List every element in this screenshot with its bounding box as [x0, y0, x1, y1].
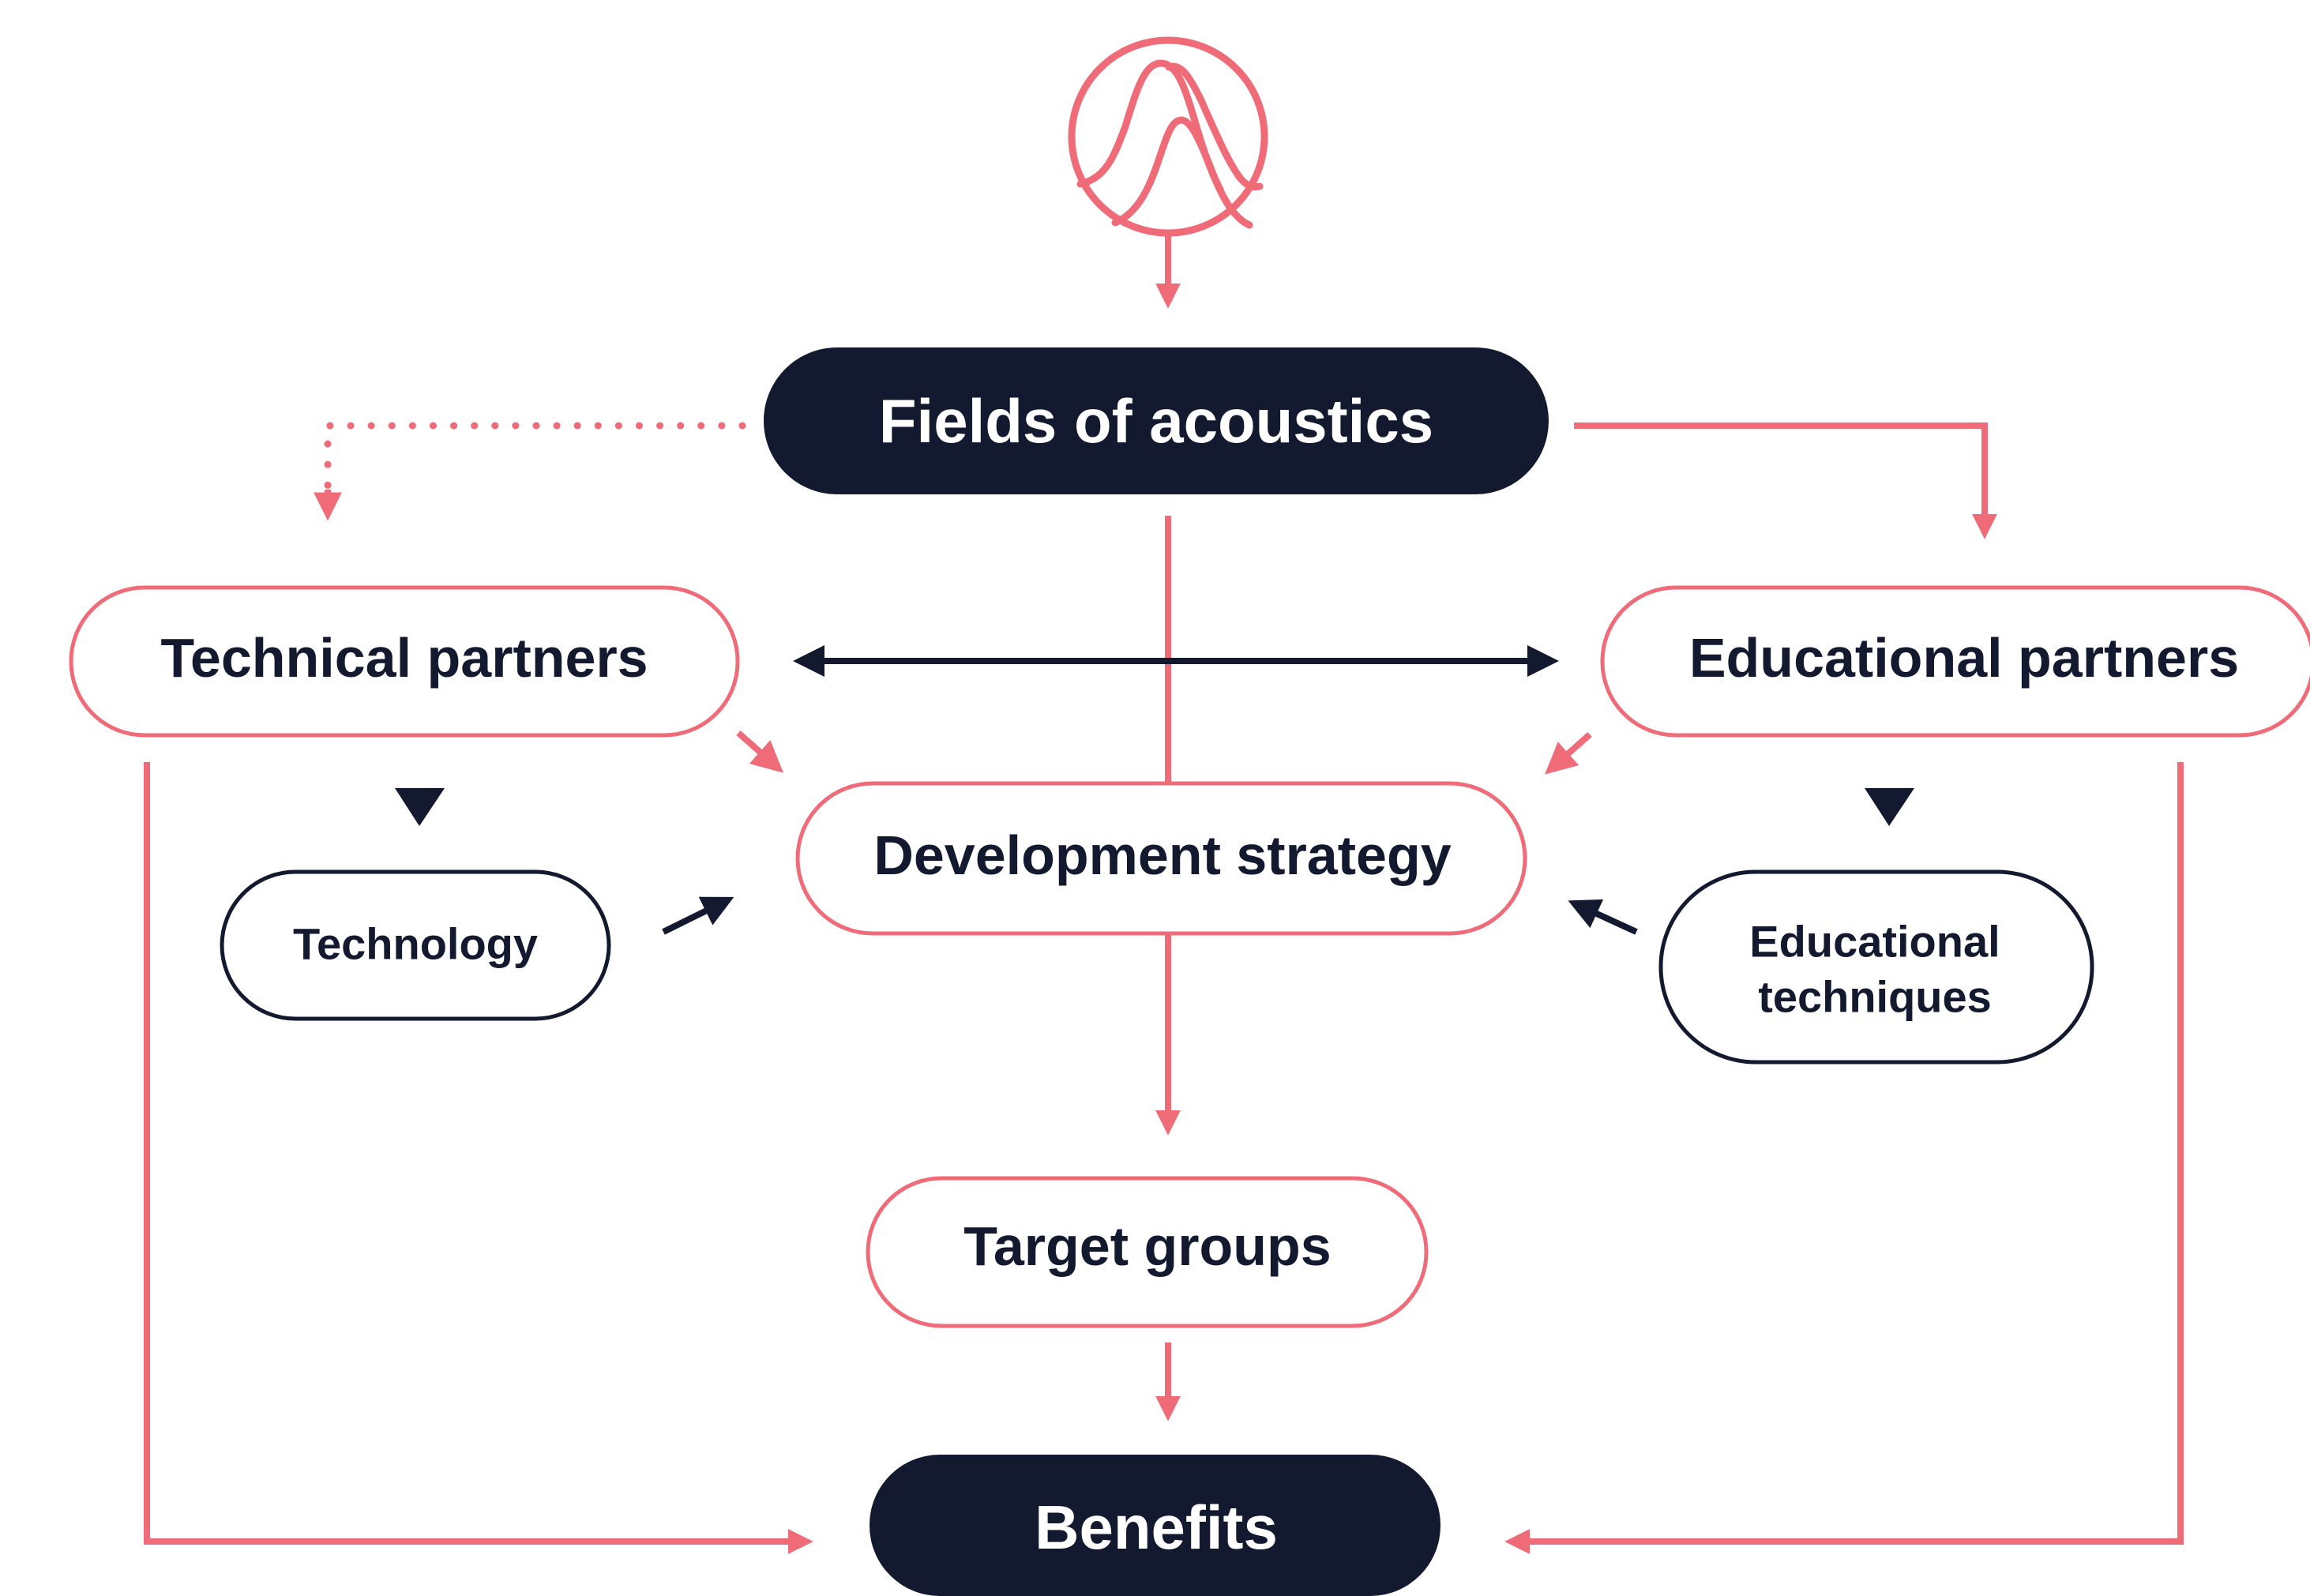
node-techniques-label-line1: Educational: [1749, 917, 2000, 967]
node-fields-label: Fields of acoustics: [879, 386, 1433, 456]
node-technology-label: Technology: [293, 919, 538, 969]
node-educational-label: Educational partners: [1689, 627, 2239, 689]
node-target-groups: Target groups: [866, 1176, 1429, 1328]
node-techniques-label-line2: techniques: [1758, 972, 1992, 1022]
node-educational-partners: Educational partners: [1600, 585, 2310, 738]
node-development-strategy: Development strategy: [795, 781, 1527, 936]
arrow-fields-to-technical-dotted: [314, 422, 746, 521]
triangle-educational-to-techniques: [1865, 788, 1914, 826]
node-educational-techniques: Educational techniques: [1658, 869, 2094, 1065]
node-benefits: Benefits: [870, 1455, 1440, 1596]
arrow-educational-to-benefits: [1504, 762, 2184, 1554]
arrow-techniques-to-strategy: [1568, 899, 1638, 935]
node-benefits-label: Benefits: [1035, 1493, 1278, 1562]
arrow-technology-to-strategy: [662, 896, 734, 935]
wave-logo-icon: [1068, 36, 1268, 237]
node-fields-of-acoustics: Fields of acoustics: [764, 347, 1549, 494]
arrow-technical-to-benefits: [144, 762, 813, 1554]
node-strategy-label: Development strategy: [873, 824, 1451, 886]
triangle-technical-to-technology: [395, 788, 445, 826]
node-technical-label: Technical partners: [160, 627, 648, 689]
arrow-technical-to-strategy: [736, 730, 783, 773]
node-technical-partners: Technical partners: [69, 585, 740, 738]
arrow-educational-to-strategy: [1545, 732, 1592, 775]
node-technology: Technology: [220, 869, 611, 1021]
node-target-label: Target groups: [963, 1215, 1331, 1277]
arrow-fields-to-educational: [1574, 422, 1997, 539]
